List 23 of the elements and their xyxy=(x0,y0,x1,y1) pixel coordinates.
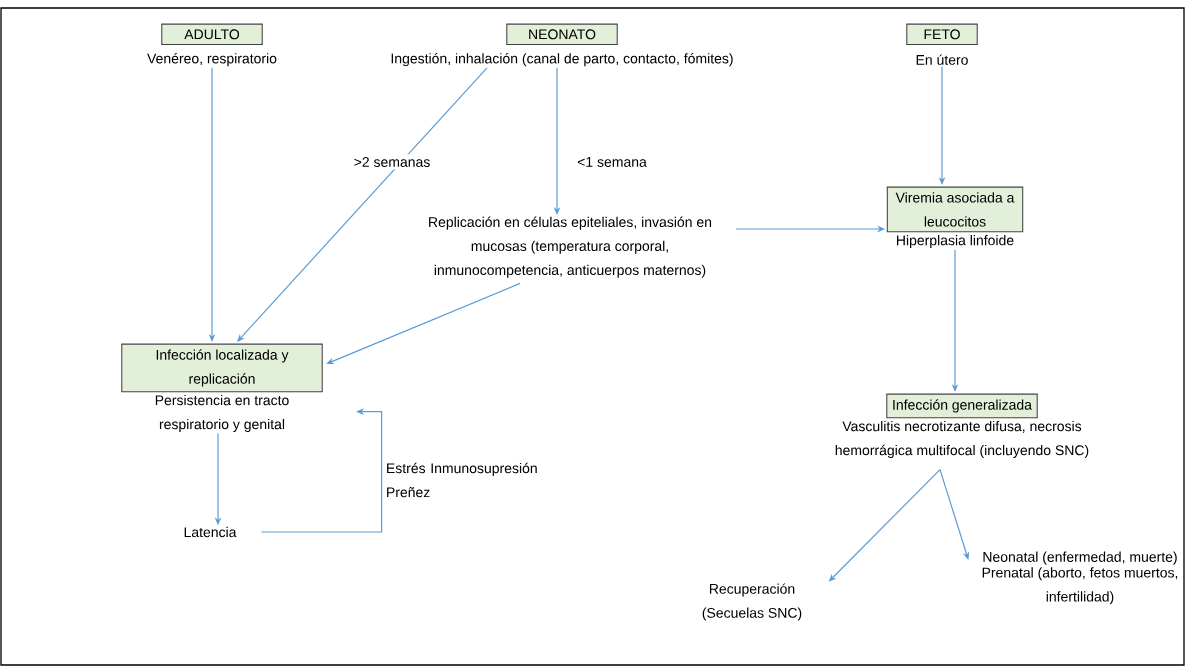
edge-label: <1 semana xyxy=(574,154,650,170)
description-text: Venéreo, respiratorio xyxy=(147,53,277,67)
description-text: Hiperplasia linfoide xyxy=(897,235,1014,249)
description-text: En útero xyxy=(916,54,968,65)
label-box: Viremia asociada a leucocitos xyxy=(886,186,1024,233)
label-box: ADULTO xyxy=(160,23,264,45)
label-box: FETO xyxy=(905,23,979,45)
description-text: Replicación en células epiteliales, invasión en mucosas (temperatura corporal, inmunocompetencia, anticuerpos maternos) xyxy=(429,216,712,278)
edge-label: Estrés Inmunosupresión Preñez xyxy=(383,460,549,500)
description-text: Neonatal (enfermedad, muerte) xyxy=(983,551,1177,565)
description-text: Prenatal (aborto, fetos muertos, infertilidad) xyxy=(982,567,1178,605)
label-box: Infección localizada y replicación xyxy=(120,343,324,393)
description-text: Persistencia en tracto respiratorio y genital xyxy=(155,394,289,432)
description-text: Latencia xyxy=(184,526,237,538)
label-box: NEONATO xyxy=(505,23,619,45)
description-text: Recuperación (Secuelas SNC) xyxy=(702,583,802,621)
arrow xyxy=(326,282,521,365)
arrow xyxy=(939,469,970,560)
edge-label: >2 semanas xyxy=(351,154,433,170)
description-text: Vasculitis necrotizante difusa, necrosis hemorrágica multifocal (incluyendo SNC) xyxy=(835,420,1089,458)
label-box: Infección generalizada xyxy=(885,393,1039,419)
arrow xyxy=(237,67,488,342)
description-text: Ingestión, inhalación (canal de parto, contacto, fómites) xyxy=(391,53,733,67)
